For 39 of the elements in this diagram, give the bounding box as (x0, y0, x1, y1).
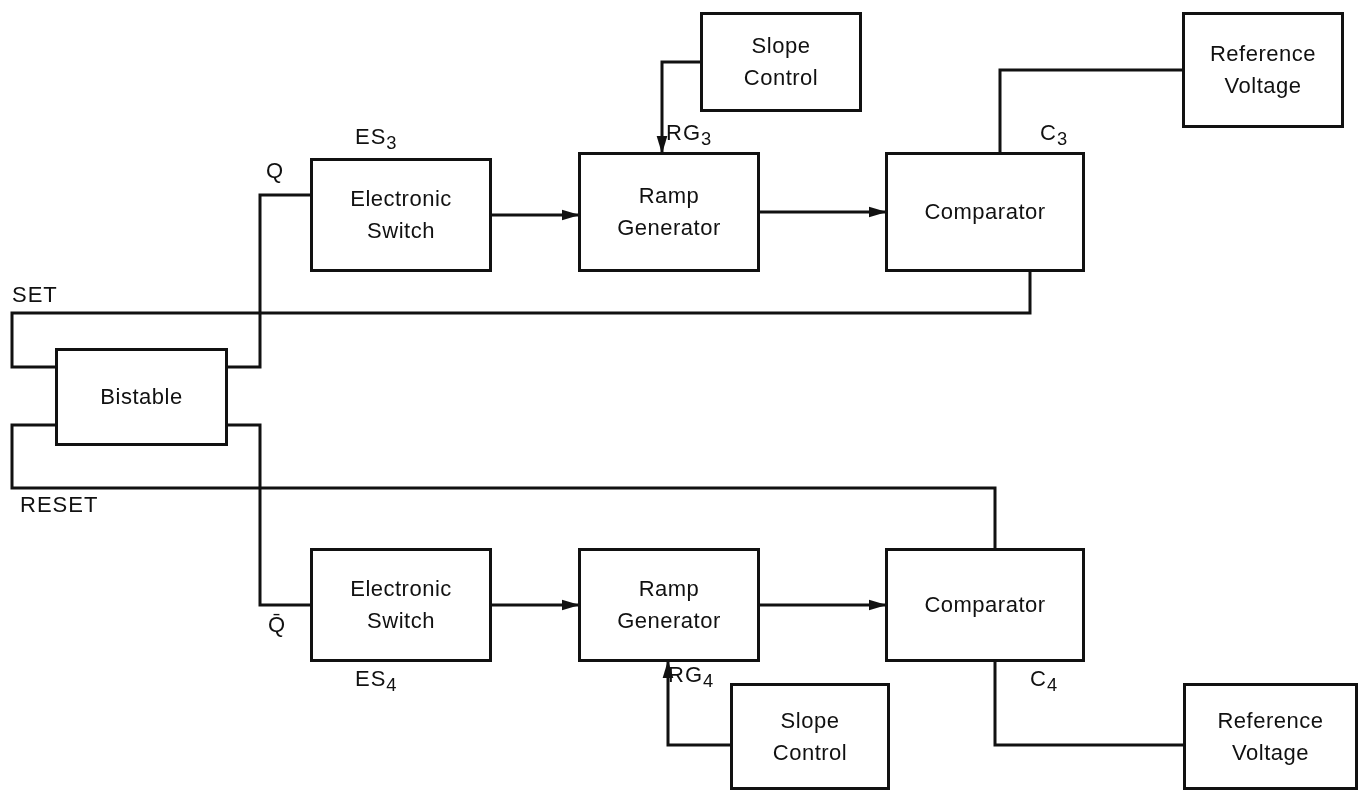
connector (228, 193, 310, 369)
connector (10, 423, 997, 548)
block-box (700, 12, 862, 112)
connector (656, 60, 700, 154)
connector (492, 599, 580, 611)
connector (760, 206, 887, 218)
connector (993, 662, 1183, 747)
block-box (1182, 12, 1344, 128)
block-label: Electronic Switch (349, 185, 453, 245)
block-label: Reference Voltage (1216, 706, 1325, 767)
block-label: Comparator (924, 591, 1046, 620)
signal-label: ES$_{3}$ (355, 124, 398, 155)
connector (760, 599, 887, 611)
block-label: Slope Control (771, 706, 849, 767)
connector (998, 68, 1182, 152)
block-box (730, 683, 890, 790)
connector (10, 272, 1032, 369)
block-label: Electronic Switch (349, 575, 453, 635)
block-label: Slope Control (742, 32, 820, 92)
signal-label: C$_{3}$ (1040, 120, 1069, 151)
block-label: Comparator (924, 198, 1046, 227)
block-label: Bistable (100, 383, 183, 412)
block-box (55, 348, 228, 446)
connector (662, 660, 730, 747)
block-label: Reference Voltage (1209, 40, 1317, 100)
block-box (310, 158, 492, 272)
connector (492, 209, 580, 221)
block-box (578, 152, 760, 272)
block-box (310, 548, 492, 662)
signal-label: ES$_{4}$ (355, 666, 398, 697)
signal-label: C$_{4}$ (1030, 666, 1059, 697)
block-box (885, 548, 1085, 662)
block-box (885, 152, 1085, 272)
connector (228, 423, 310, 607)
signal-label: RG$_{3}$ (666, 120, 713, 151)
block-label: Ramp Generator (616, 575, 722, 635)
block-label: Ramp Generator (616, 182, 722, 242)
block-box (578, 548, 760, 662)
block-box (1183, 683, 1358, 790)
